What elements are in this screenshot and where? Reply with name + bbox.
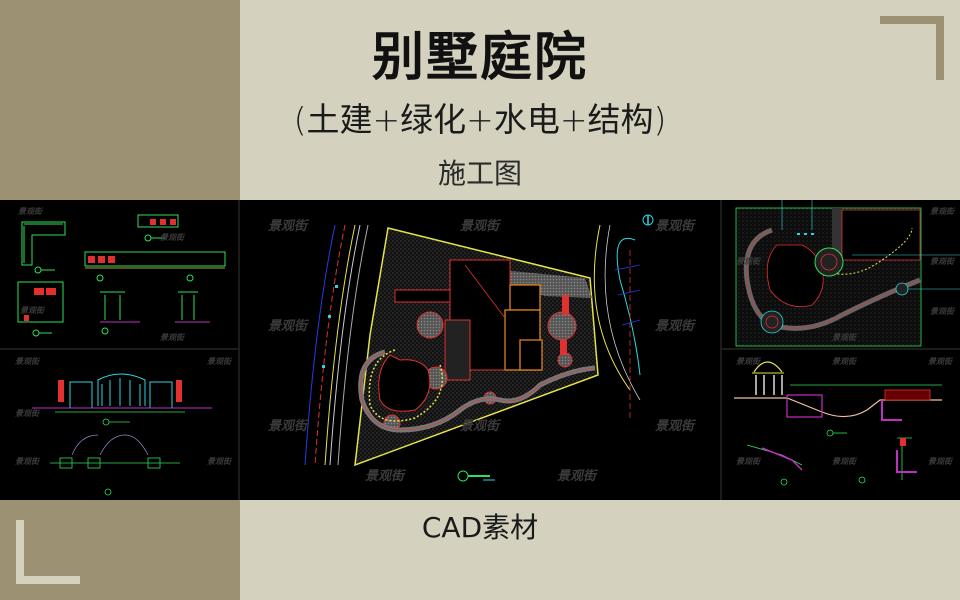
svg-text:景观街: 景观街 (160, 333, 186, 342)
cad-panel-garden-plan: 景观街 景观街 景观街 景观街 景观街 (722, 200, 960, 348)
svg-text:景观街: 景观街 (655, 418, 697, 434)
cad-panel-pavilion-section: 景观街 景观街 景观街 景观街 景观街 景观街 (722, 350, 960, 500)
svg-text:景观街: 景观街 (930, 307, 956, 316)
svg-text:景观街: 景观街 (832, 357, 858, 366)
page-subtitle: (土建+绿化+水电+结构) (293, 100, 667, 139)
svg-text:景观街: 景观街 (268, 418, 310, 434)
svg-text:景观街: 景观街 (832, 457, 858, 466)
cad-panel-gate-elevation: 景观街 景观街 景观街 景观街 景观街 (0, 350, 238, 500)
footer-label: CAD素材 (421, 511, 539, 544)
svg-text:景观街: 景观街 (460, 418, 502, 434)
page-subtitle-secondary: 施工图 (437, 157, 522, 190)
svg-text:景观街: 景观街 (736, 457, 762, 466)
cad-panel-master-plan: 景观街 景观街 景观街 景观街 景观街 景观街 景观街 景观街 景观街 景观街 (240, 200, 720, 500)
svg-text:景观街: 景观街 (268, 318, 310, 334)
cad-preview-strip: 景观街 景观街 景观街 景观街 (0, 200, 960, 500)
svg-text:景观街: 景观街 (736, 257, 762, 266)
svg-text:景观街: 景观街 (160, 233, 186, 242)
svg-text:景观街: 景观街 (930, 207, 956, 216)
svg-text:景观街: 景观街 (207, 457, 233, 466)
svg-text:景观街: 景观街 (655, 218, 697, 234)
svg-text:景观街: 景观街 (365, 468, 407, 484)
cad-panel-wall-details: 景观街 景观街 景观街 景观街 (0, 200, 238, 348)
svg-text:景观街: 景观街 (460, 218, 502, 234)
svg-text:景观街: 景观街 (655, 318, 697, 334)
svg-text:景观街: 景观街 (928, 457, 954, 466)
svg-text:景观街: 景观街 (832, 333, 858, 342)
page-title: 别墅庭院 (371, 28, 588, 88)
svg-text:景观街: 景观街 (15, 457, 41, 466)
svg-text:景观街: 景观街 (18, 207, 44, 216)
tan-block-top-left (0, 0, 240, 200)
svg-text:景观街: 景观街 (20, 306, 46, 315)
svg-text:景观街: 景观街 (736, 357, 762, 366)
svg-text:景观街: 景观街 (207, 357, 233, 366)
svg-text:景观街: 景观街 (928, 357, 954, 366)
svg-text:景观街: 景观街 (930, 257, 956, 266)
svg-text:景观街: 景观街 (15, 357, 41, 366)
svg-text:景观街: 景观街 (15, 409, 41, 418)
svg-text:景观街: 景观街 (268, 218, 310, 234)
corner-bracket-top-right (880, 16, 944, 80)
svg-text:景观街: 景观街 (557, 468, 599, 484)
corner-bracket-bottom-left (16, 520, 80, 584)
